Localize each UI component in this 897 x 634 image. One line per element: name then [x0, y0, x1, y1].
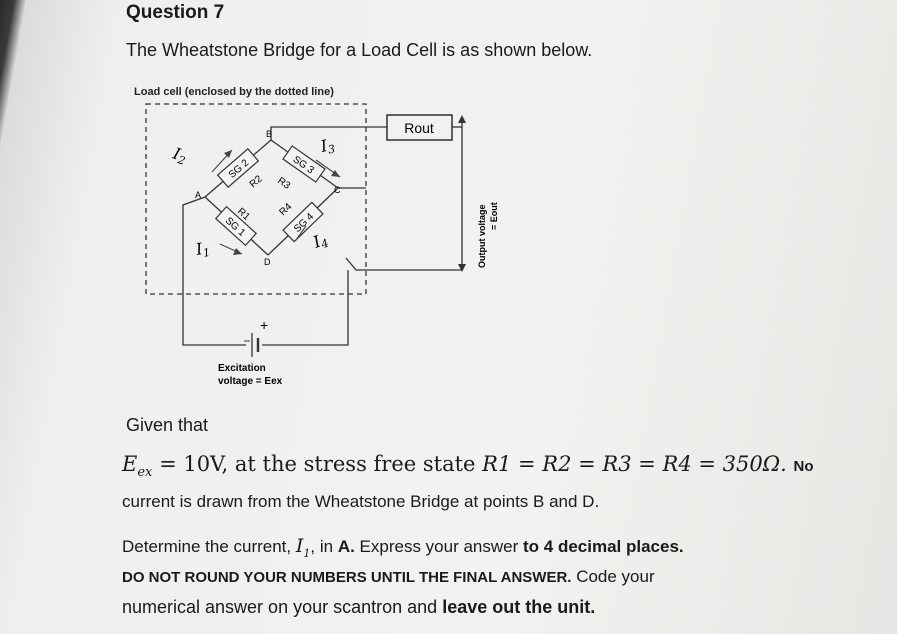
- sg3-gauge: [282, 145, 326, 183]
- body-line-2: Determine the current, I1, in A. Express…: [122, 535, 684, 560]
- load-cell-boundary: [145, 103, 367, 295]
- body-line-3: DO NOT ROUND YOUR NUMBERS UNTIL THE FINA…: [122, 567, 655, 586]
- r3-label: R3: [275, 175, 292, 192]
- sg4-gauge: [282, 201, 324, 243]
- node-a: A: [195, 190, 201, 200]
- r2-label: R2: [248, 173, 265, 190]
- eq-resistances: R1 = R2 = R3 = R4 = 350Ω.: [482, 452, 787, 476]
- i4-label: I4: [309, 229, 330, 254]
- body-line-4: numerical answer on your scantron and le…: [122, 597, 596, 617]
- eq-e: E: [122, 452, 138, 476]
- i2-label: I2: [169, 143, 189, 167]
- output-voltage-label: Output voltage: [477, 205, 487, 269]
- wire-excitation-right: [262, 270, 349, 346]
- i4-arrow: [295, 225, 307, 241]
- eq-ex: ex: [137, 465, 153, 481]
- diagram-caption: Load cell (enclosed by the dotted line): [134, 86, 334, 98]
- i1-label: I1: [193, 238, 211, 261]
- sg1-gauge: [214, 205, 258, 247]
- i2-arrowhead: [224, 150, 232, 158]
- node-d: D: [264, 257, 271, 267]
- output-arrow-top: [458, 115, 466, 123]
- output-arrow-bottom: [458, 264, 466, 272]
- node-c: C: [334, 185, 341, 195]
- sg2-gauge: [216, 147, 260, 189]
- r4-label: R4: [277, 201, 294, 218]
- wire-b-rout: [270, 126, 387, 140]
- eq-text: at the stress free state: [228, 452, 483, 476]
- i1-arrowhead: [233, 248, 242, 255]
- node-b: B: [266, 129, 272, 139]
- i3-arrowhead: [331, 170, 340, 177]
- eout-label: = Eout: [489, 202, 499, 230]
- eq-tail: No: [793, 458, 814, 475]
- wire-right-bottom: [345, 257, 462, 271]
- given-equation: Eex = 10V, at the stress free state R1 =…: [122, 452, 814, 480]
- eq-value: = 10V,: [159, 452, 229, 476]
- battery-plus: +: [260, 317, 268, 333]
- excitation-label-2: voltage = Eex: [218, 376, 283, 387]
- wire-excitation-left: [182, 196, 246, 346]
- question-title: Question 7: [126, 2, 225, 23]
- excitation-label-1: Excitation: [218, 363, 266, 374]
- i3-label: I3: [318, 135, 336, 159]
- given-that: Given that: [126, 415, 209, 435]
- rout-label: Rout: [404, 120, 434, 136]
- body-line-1: current is drawn from the Wheatstone Bri…: [122, 492, 600, 511]
- question-intro: The Wheatstone Bridge for a Load Cell is…: [126, 40, 593, 60]
